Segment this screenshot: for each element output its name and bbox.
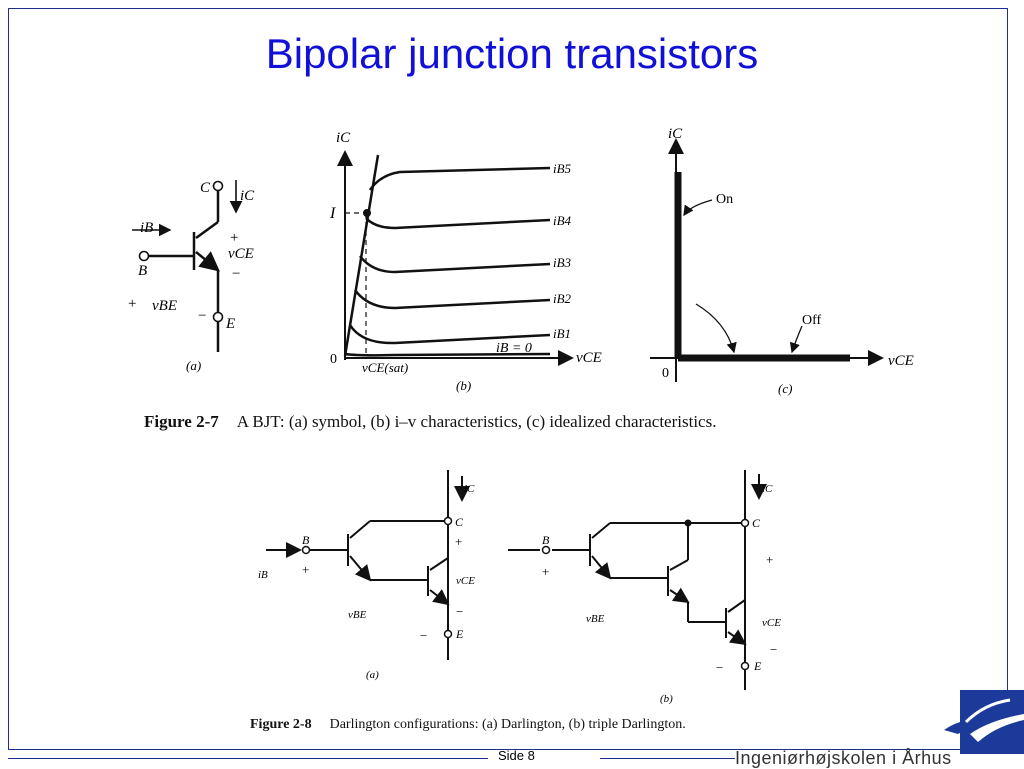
fig28b-ic: iC <box>762 483 773 495</box>
curve-ib4 <box>365 217 551 230</box>
fig27c-axes <box>650 138 884 382</box>
fig28b-terminal-e <box>740 661 750 671</box>
label-e: E <box>225 316 235 332</box>
fig28b-junction <box>684 519 692 527</box>
fig28b-c: C <box>752 516 761 530</box>
fig28b-circuit <box>508 470 767 690</box>
fig28a-b: B <box>302 533 310 547</box>
fig28b-vce: vCE <box>762 617 781 629</box>
label-ic: iC <box>240 188 255 204</box>
label-b: B <box>138 263 147 279</box>
fig28a-vce: vCE <box>456 575 475 587</box>
figure-2-7-number: Figure 2-7 <box>144 412 219 431</box>
terminal-c <box>212 180 224 192</box>
fig27b-curves <box>344 166 551 357</box>
figure-2-8-caption: Figure 2-8 Darlington configurations: (a)… <box>250 717 686 733</box>
fig28a-plus2: + <box>302 562 309 577</box>
fig28a-terminal-b <box>301 545 311 555</box>
page-number: Side 8 <box>498 748 535 763</box>
fig27c-on: On <box>716 192 733 207</box>
fig28a-ib: iB <box>258 569 268 581</box>
fig27b-axes <box>337 150 574 366</box>
fig27b-label: (b) <box>456 378 471 393</box>
fig27b-i-label: I <box>329 205 336 222</box>
iha-logo: iha.dk <box>944 690 1024 767</box>
fig27b-ib5: iB5 <box>553 161 572 176</box>
label-c: C <box>200 180 211 196</box>
fig28b-terminal-b <box>541 545 551 555</box>
fig27b-yaxis-label: iC <box>336 130 351 146</box>
fig27c-off: Off <box>802 313 822 328</box>
fig28b-plus1: + <box>766 552 773 567</box>
fig28a-c: C <box>455 515 464 529</box>
minus-2: − <box>198 308 206 324</box>
fig27a-label: (a) <box>186 358 201 373</box>
curve-ib0 <box>344 352 551 357</box>
curve-ib2 <box>353 289 551 310</box>
operating-point <box>363 209 371 217</box>
label-vce: vCE <box>228 246 254 262</box>
fig27b-ib2: iB2 <box>553 291 572 306</box>
fig27c-xaxis-label: vCE <box>888 353 914 369</box>
fig28b-e: E <box>753 659 762 673</box>
fig27c-annotations <box>683 199 803 354</box>
slide-title: Bipolar junction transistors <box>265 30 759 77</box>
fig27b-xaxis-label: vCE <box>576 350 602 366</box>
fig28b-minus2: − <box>716 660 723 675</box>
figure-2-7-text: A BJT: (a) symbol, (b) i–v characteristi… <box>236 412 717 431</box>
fig27c-origin: 0 <box>662 366 669 381</box>
fig28a-terminal-e <box>443 629 453 639</box>
fig27b-dashes <box>345 212 367 358</box>
fig27b-ib4: iB4 <box>553 213 572 228</box>
fig27b-ib1: iB1 <box>553 326 571 341</box>
fig28a-ic: iC <box>464 483 475 495</box>
fig28a-minus2: − <box>420 628 427 643</box>
plus-1: + <box>230 230 238 246</box>
fig28b-terminal-c <box>740 518 750 528</box>
label-vbe: vBE <box>152 298 177 314</box>
slide-frame <box>8 8 1008 750</box>
fig28b-label: (b) <box>660 693 673 705</box>
logo-text: iha.dk <box>996 756 1021 767</box>
fig27b-vsat: vCE(sat) <box>362 360 408 375</box>
footer-rule-right <box>600 758 735 759</box>
fig27c-label: (c) <box>778 381 792 396</box>
figure-2-8-text: Darlington configurations: (a) Darlingto… <box>329 717 686 732</box>
minus-1: − <box>232 266 240 282</box>
curve-ib3 <box>359 255 551 274</box>
fig28b-minus1: − <box>770 642 777 657</box>
fig28a-plus1: + <box>455 534 462 549</box>
fig28b-plus2: + <box>542 564 549 579</box>
fig28a-label: (a) <box>366 669 379 681</box>
school-name: Ingeniørhøjskolen i Århus <box>735 748 952 768</box>
fig27c-characteristic <box>674 172 850 362</box>
fig28a-e: E <box>455 627 464 641</box>
figure-2-8-number: Figure 2-8 <box>250 717 312 732</box>
fig28a-minus1: − <box>456 604 463 619</box>
figure-2-7-caption: Figure 2-7 A BJT: (a) symbol, (b) i–v cha… <box>144 412 716 432</box>
fig28b-vbe: vBE <box>586 613 605 625</box>
fig27a-bjt-symbol <box>132 180 243 352</box>
fig28a-circuit <box>266 470 470 660</box>
terminal-e <box>212 311 224 323</box>
fig28a-vbe: vBE <box>348 609 367 621</box>
fig28b-b: B <box>542 533 550 547</box>
fig28a-terminal-c <box>443 516 453 526</box>
terminal-b <box>138 250 150 262</box>
fig27c-yaxis-label: iC <box>668 126 683 142</box>
fig27b-ib0: iB = 0 <box>496 341 532 356</box>
fig27b-ib3: iB3 <box>553 255 572 270</box>
curve-ib5 <box>368 166 551 191</box>
curve-ib1 <box>348 324 551 345</box>
footer-rule-left <box>8 758 488 759</box>
fig27b-origin: 0 <box>330 352 337 367</box>
plus-2: + <box>128 296 136 312</box>
label-ib: iB <box>140 220 153 236</box>
